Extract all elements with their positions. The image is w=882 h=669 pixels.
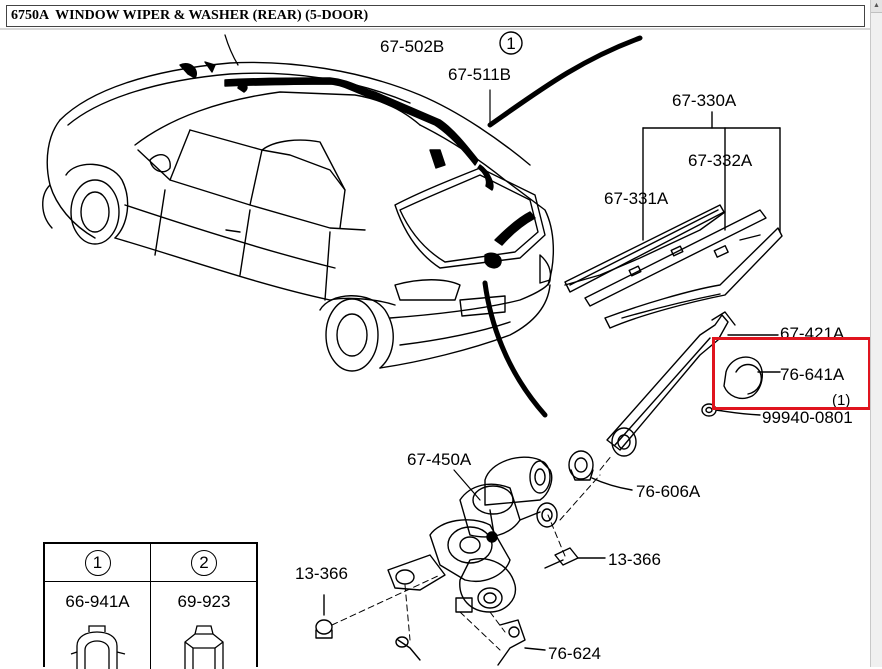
legend-header: 2 bbox=[151, 544, 257, 582]
clamp-part-icon bbox=[184, 625, 224, 669]
diagram-title: 6750A WINDOW WIPER & WASHER (REAR) (5-DO… bbox=[6, 5, 865, 27]
wiper-arm bbox=[606, 311, 779, 457]
label-67-331A: 67-331A bbox=[604, 189, 669, 208]
legend-header: 1 bbox=[45, 544, 150, 582]
bolt-part-right bbox=[544, 547, 606, 569]
legend-part-number[interactable]: 69-923 bbox=[177, 592, 231, 611]
label-67-450A: 67-450A bbox=[407, 450, 472, 469]
label-99940-0801: 99940-0801 bbox=[762, 408, 853, 427]
grommet-part bbox=[568, 450, 633, 491]
bolt-part-bottom bbox=[395, 636, 421, 661]
bolt-part-left bbox=[315, 594, 333, 639]
legend-cell: 2 69-923 bbox=[151, 544, 257, 669]
label-76-624: 76-624 bbox=[548, 644, 601, 663]
label-13-366-left: 13-366 bbox=[295, 564, 348, 583]
label-76-641A-qty: (1) bbox=[832, 392, 850, 409]
wiper-motor bbox=[387, 456, 558, 613]
label-13-366-right: 13-366 bbox=[608, 550, 661, 569]
car-illustration bbox=[42, 61, 555, 372]
label-67-330A: 67-330A bbox=[672, 91, 737, 110]
scroll-up-arrow-icon[interactable]: ▲ bbox=[871, 0, 882, 13]
title-bar: 6750A WINDOW WIPER & WASHER (REAR) (5-DO… bbox=[0, 0, 870, 30]
wiper-blade-assembly bbox=[564, 111, 783, 329]
wiper-cap-part bbox=[723, 356, 781, 400]
label-67-511B: 67-511B bbox=[448, 65, 511, 84]
legend-table: 1 66-941A 2 69-923 bbox=[43, 542, 258, 669]
legend-ref-number: 2 bbox=[191, 550, 217, 576]
legend-cell: 1 66-941A bbox=[45, 544, 151, 669]
legend-ref-number: 1 bbox=[84, 550, 111, 576]
nut-part bbox=[701, 403, 761, 417]
label-76-641A: 76-641A bbox=[780, 365, 845, 384]
clip-part-icon bbox=[70, 625, 126, 669]
bracket-part bbox=[497, 619, 546, 666]
vertical-scrollbar[interactable]: ▲ bbox=[870, 0, 882, 667]
legend-part-number[interactable]: 66-941A bbox=[65, 592, 130, 611]
label-67-502B: 67-502B bbox=[380, 37, 444, 56]
label-76-606A: 76-606A bbox=[636, 482, 701, 501]
washer-hose-path bbox=[179, 61, 536, 269]
rear-washer-hose bbox=[482, 280, 548, 418]
ref-circle-1-top: 1 bbox=[499, 31, 523, 55]
label-67-421A: 67-421A bbox=[780, 324, 845, 343]
washer-hose-top bbox=[487, 35, 643, 128]
label-67-332A: 67-332A bbox=[688, 151, 753, 170]
ref-circle-1-label: 1 bbox=[506, 34, 515, 53]
